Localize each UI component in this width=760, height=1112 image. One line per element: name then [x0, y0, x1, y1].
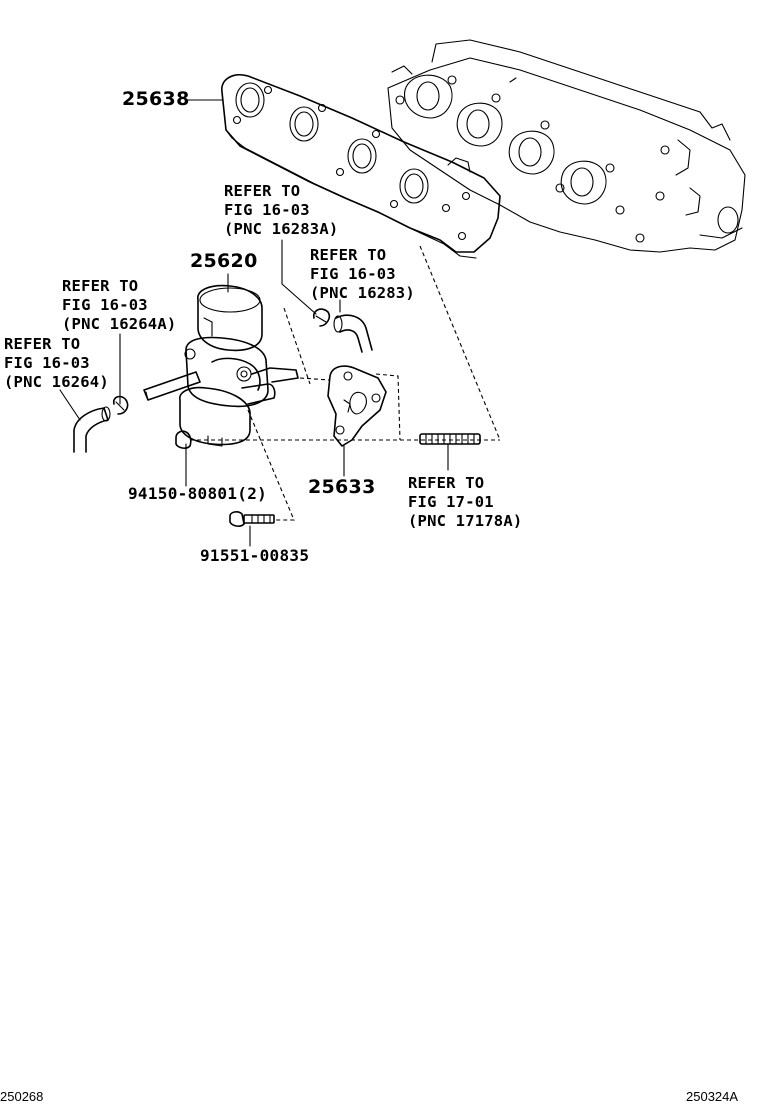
illustration-code-right: 250324A: [686, 1089, 739, 1104]
reference-line-2: FIG 16-03: [310, 265, 396, 283]
reference-line-1: REFER TO: [224, 182, 301, 200]
egr-valve-illustration: [143, 284, 299, 447]
reference-line-2: FIG 17-01: [408, 493, 494, 511]
reference-line-2: FIG 16-03: [62, 296, 148, 314]
hose-16264-illustration: [73, 406, 111, 453]
reference-line-1: REFER TO: [4, 335, 81, 353]
part-number-91551-00835: 91551-00835: [200, 546, 310, 565]
cylinder-head-illustration: [387, 39, 746, 253]
reference-line-3: (PNC 16264A): [62, 315, 177, 333]
illustration-code-left: 250268: [0, 1089, 44, 1104]
reference-line-3: (PNC 16283A): [224, 220, 339, 238]
clamp-16264a-illustration: [112, 395, 129, 415]
reference-line-2: FIG 16-03: [224, 201, 310, 219]
part-number-25633: 25633: [308, 476, 376, 498]
reference-line-3: (PNC 17178A): [408, 512, 523, 530]
stud-bolt-illustration: [419, 433, 481, 445]
leader-lines: [59, 99, 449, 547]
bolt-illustration: [229, 511, 275, 527]
reference-line-2: FIG 16-03: [4, 354, 90, 372]
reference-line-1: REFER TO: [310, 246, 387, 264]
intake-manifold-gasket-illustration: [221, 74, 501, 259]
reference-line-1: REFER TO: [62, 277, 139, 295]
reference-line-1: REFER TO: [408, 474, 485, 492]
hose-16283-illustration: [333, 314, 373, 353]
reference-line-3: (PNC 16264): [4, 373, 109, 391]
egr-gasket-illustration: [327, 365, 387, 447]
alignment-lines: [190, 245, 501, 521]
reference-line-3: (PNC 16283): [310, 284, 415, 302]
part-number-25638: 25638: [122, 88, 190, 110]
part-number-25620: 25620: [190, 250, 258, 272]
part-number-94150-80801: 94150-80801(2): [128, 484, 268, 503]
clamp-16283a-illustration: [312, 308, 331, 327]
nut-illustration: [175, 430, 192, 449]
